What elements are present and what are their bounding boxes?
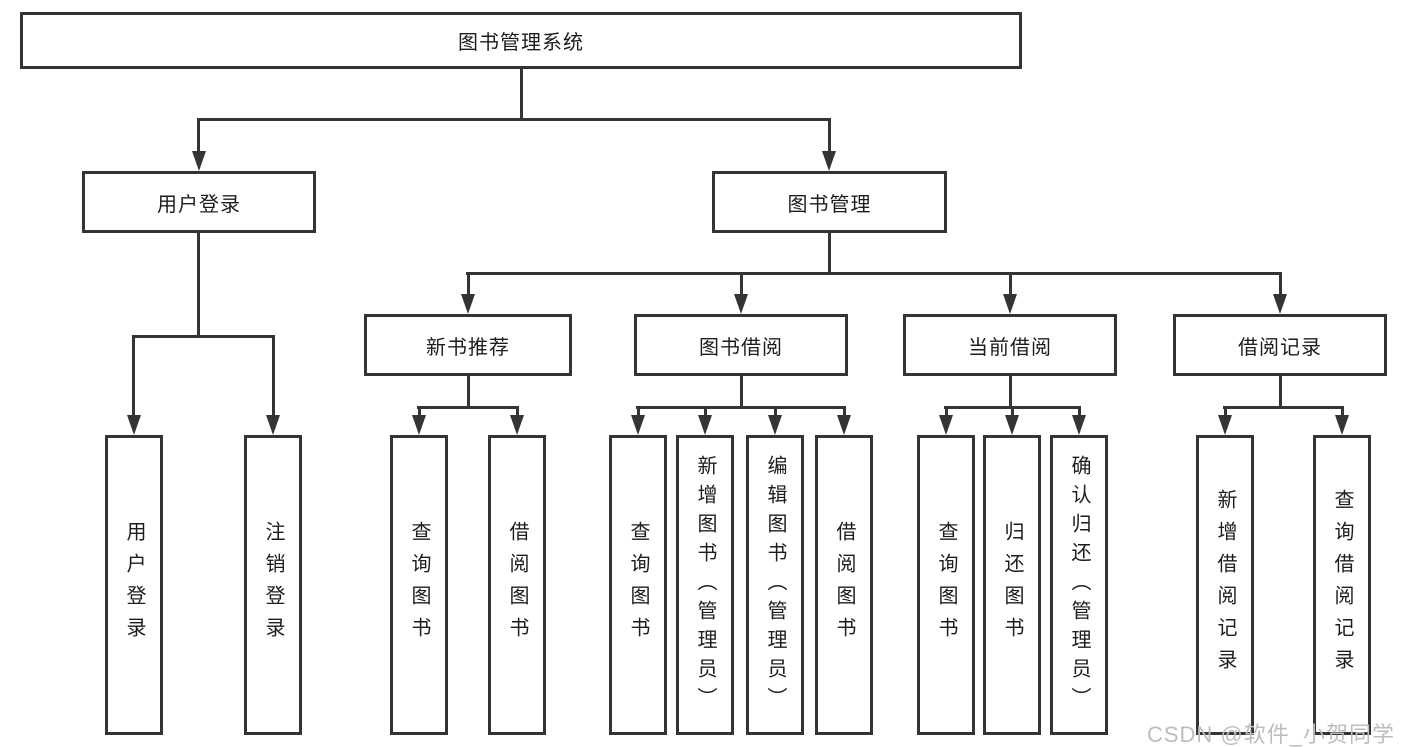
- arrow-down-icon: [1273, 294, 1287, 314]
- connector-line: [467, 272, 470, 294]
- leaf-confirm-return-admin: 确认归还（管理员）: [1050, 435, 1108, 735]
- leaf-borrow-books-1-label: 借阅图书: [506, 521, 528, 649]
- leaf-query-books-1: 查询图书: [390, 435, 448, 735]
- connector-line: [1078, 406, 1081, 415]
- arrow-down-icon: [939, 415, 953, 435]
- arrow-down-icon: [127, 415, 141, 435]
- leaf-query-borrow-record-label: 查询借阅记录: [1331, 489, 1353, 681]
- node-new-book-recommend: 新书推荐: [364, 314, 572, 376]
- connector-line: [132, 335, 275, 338]
- connector-line: [417, 406, 518, 409]
- leaf-edit-book-admin-label: 编辑图书（管理员）: [764, 454, 786, 716]
- leaf-add-borrow-record: 新增借阅记录: [1196, 435, 1254, 735]
- connector-line: [1011, 406, 1014, 415]
- connector-line: [1279, 272, 1282, 294]
- arrow-down-icon: [412, 415, 426, 435]
- node-user-login: 用户登录: [82, 171, 316, 233]
- node-root: 图书管理系统: [20, 12, 1022, 69]
- connector-line: [740, 272, 743, 294]
- leaf-query-books-2-label: 查询图书: [627, 521, 649, 649]
- leaf-add-borrow-record-label: 新增借阅记录: [1214, 489, 1236, 681]
- connector-line: [197, 233, 200, 335]
- leaf-edit-book-admin: 编辑图书（管理员）: [746, 435, 804, 735]
- leaf-return-book-label: 归还图书: [1001, 521, 1023, 649]
- leaf-add-book-admin: 新增图书（管理员）: [676, 435, 734, 735]
- arrow-down-icon: [461, 294, 475, 314]
- arrow-down-icon: [1072, 415, 1086, 435]
- connector-line: [945, 406, 948, 415]
- connector-line: [1009, 376, 1012, 406]
- leaf-query-books-3-label: 查询图书: [935, 521, 957, 649]
- connector-line: [272, 335, 275, 415]
- leaf-user-login: 用户登录: [105, 435, 163, 735]
- connector-line: [516, 406, 519, 415]
- arrow-down-icon: [1335, 415, 1349, 435]
- leaf-add-book-admin-label: 新增图书（管理员）: [694, 454, 716, 716]
- leaf-logout: 注销登录: [244, 435, 302, 735]
- arrow-down-icon: [698, 415, 712, 435]
- connector-line: [637, 406, 640, 415]
- arrow-down-icon: [510, 415, 524, 435]
- leaf-confirm-return-admin-label: 确认归还（管理员）: [1068, 454, 1090, 716]
- arrow-down-icon: [266, 415, 280, 435]
- connector-line: [636, 406, 846, 409]
- node-current-borrow: 当前借阅: [903, 314, 1117, 376]
- leaf-logout-label: 注销登录: [262, 521, 284, 649]
- arrow-down-icon: [1005, 415, 1019, 435]
- arrow-down-icon: [192, 151, 206, 171]
- connector-line: [828, 233, 831, 272]
- connector-line: [197, 118, 831, 121]
- watermark: CSDN @软件_小贺同学: [1146, 722, 1395, 747]
- connector-line: [843, 406, 846, 415]
- connector-line: [704, 406, 707, 415]
- arrow-down-icon: [837, 415, 851, 435]
- leaf-borrow-books-2-label: 借阅图书: [833, 521, 855, 649]
- connector-line: [197, 118, 200, 151]
- connector-line: [828, 118, 831, 151]
- connector-line: [418, 406, 421, 415]
- node-book-management: 图书管理: [712, 171, 947, 233]
- connector-line: [774, 406, 777, 415]
- leaf-query-books-1-label: 查询图书: [408, 521, 430, 649]
- leaf-borrow-books-2: 借阅图书: [815, 435, 873, 735]
- leaf-borrow-books-1: 借阅图书: [488, 435, 546, 735]
- connector-line: [520, 69, 523, 118]
- connector-line: [1224, 406, 1227, 415]
- connector-line: [740, 376, 743, 406]
- connector-line: [467, 376, 470, 406]
- arrow-down-icon: [734, 294, 748, 314]
- node-borrow-records: 借阅记录: [1173, 314, 1387, 376]
- connector-line: [1009, 272, 1012, 294]
- leaf-user-login-label: 用户登录: [123, 521, 145, 649]
- connector-line: [1223, 406, 1344, 409]
- node-book-borrow: 图书借阅: [634, 314, 848, 376]
- leaf-query-books-2: 查询图书: [609, 435, 667, 735]
- leaf-query-borrow-record: 查询借阅记录: [1313, 435, 1371, 735]
- arrow-down-icon: [631, 415, 645, 435]
- arrow-down-icon: [768, 415, 782, 435]
- arrow-down-icon: [1003, 294, 1017, 314]
- arrow-down-icon: [822, 151, 836, 171]
- connector-line: [466, 272, 1281, 275]
- connector-line: [1341, 406, 1344, 415]
- leaf-query-books-3: 查询图书: [917, 435, 975, 735]
- connector-line: [132, 335, 135, 415]
- connector-line: [1279, 376, 1282, 406]
- arrow-down-icon: [1218, 415, 1232, 435]
- leaf-return-book: 归还图书: [983, 435, 1041, 735]
